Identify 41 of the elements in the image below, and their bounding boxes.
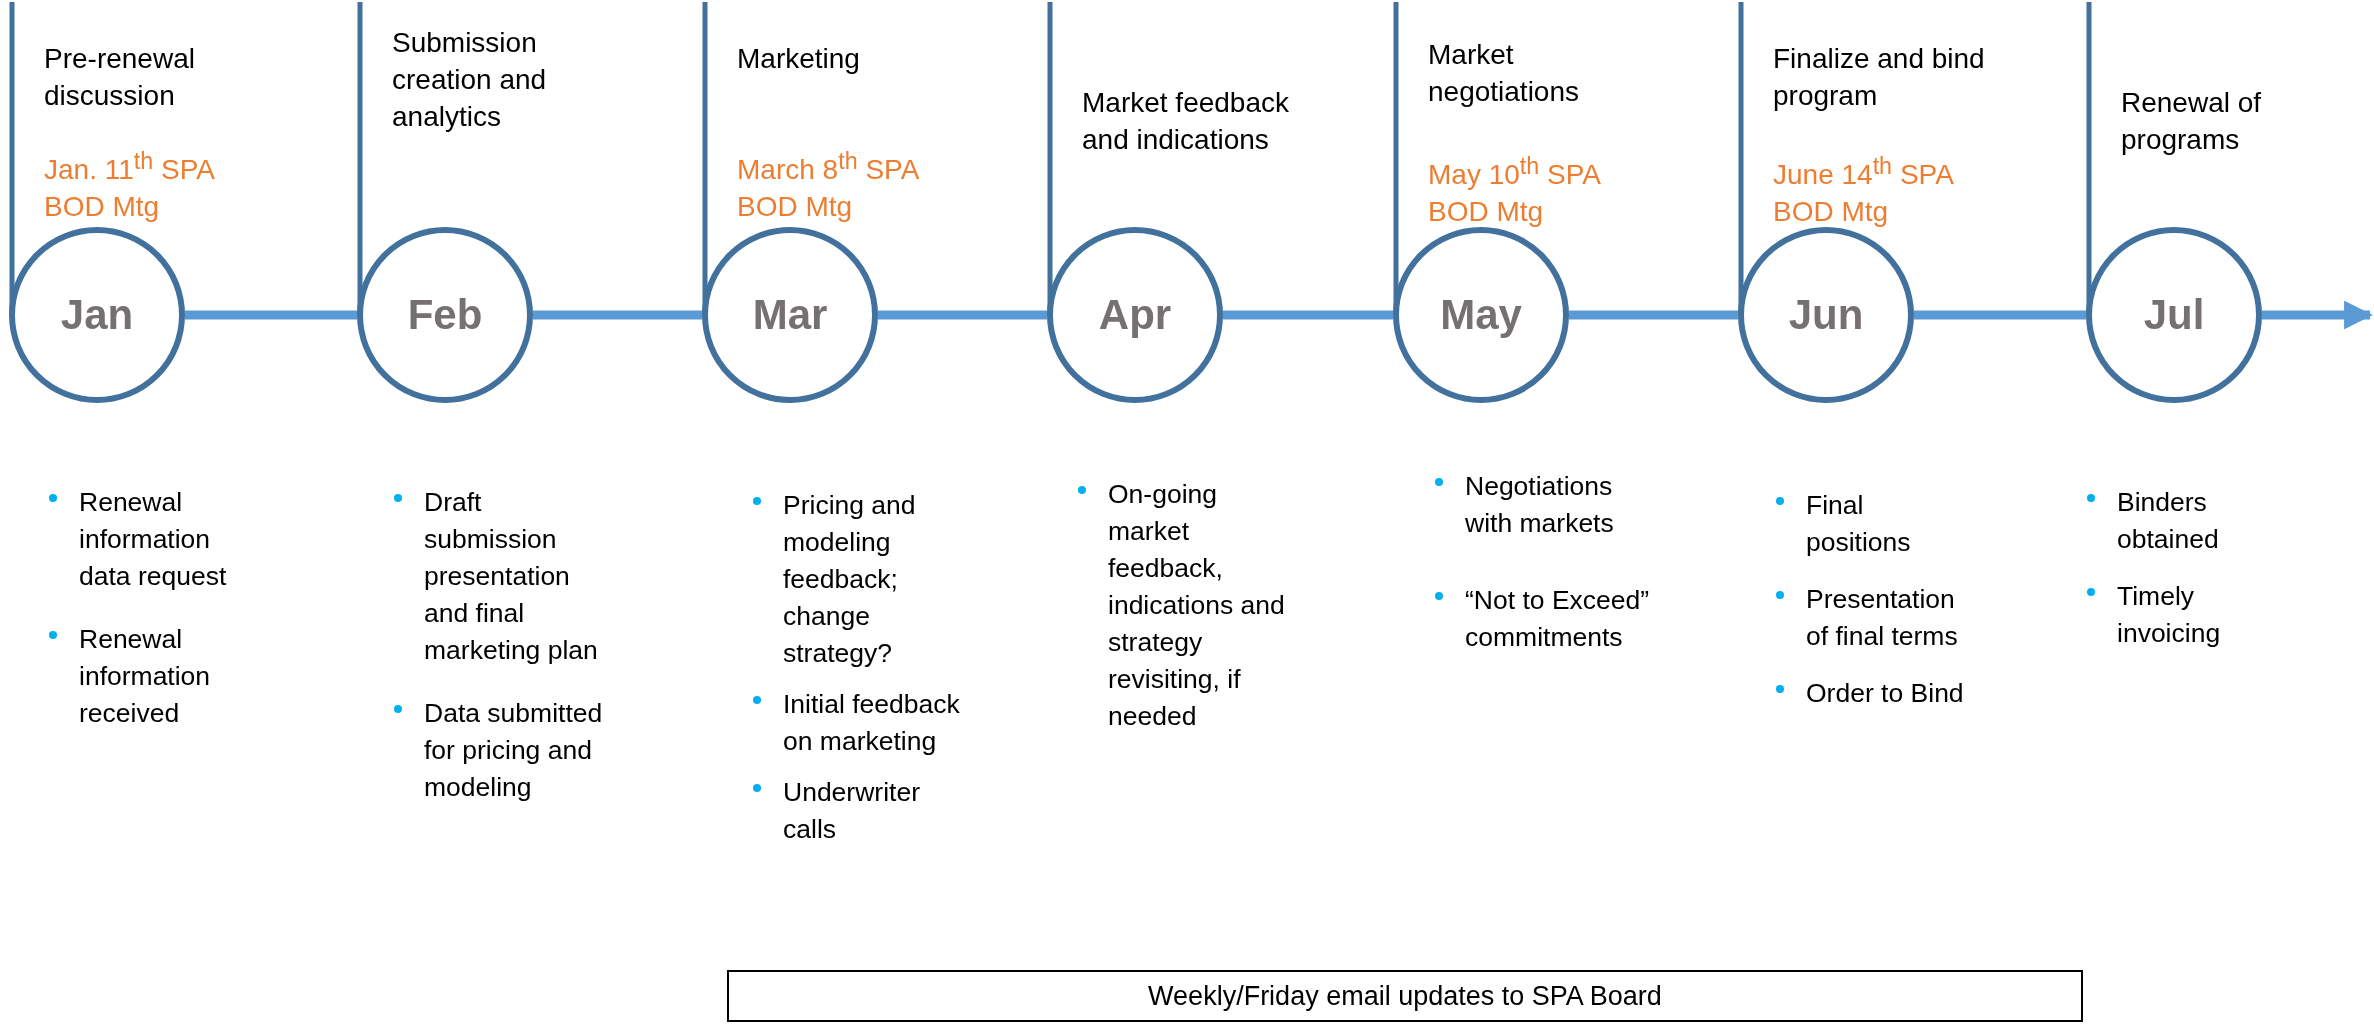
task-text: Renewal information data request [79,486,228,593]
task-text: Binders obtained [2117,486,2220,556]
month-label: Feb [407,291,483,339]
timeline-line [1914,310,2086,320]
month-label: Jan [60,291,134,339]
task-text: Renewal information received [79,623,212,730]
month-label: Mar [752,291,828,339]
task-text: Data submitted for pricing and modeling [424,697,604,804]
month-label: Apr [1098,291,1172,339]
timeline-line [1223,310,1393,320]
timeline-line [1569,310,1738,320]
task-text: Pricing and modeling feedback; change strategy? [783,489,917,670]
task-text: Underwriter calls [783,776,921,846]
meeting-note: June 14$^{th}$ SPA BOD Mtg [1773,152,1954,230]
meeting-note: March 8$^{th}$ SPA BOD Mtg [737,147,920,225]
task-text: Presentation of final terms [1806,583,1959,653]
task-text: Draft submission presentation and final marketing plan [424,486,599,667]
phase-heading: Market feedback and indications [1082,86,1290,157]
task-text: “Not to Exceed” commitments [1465,584,1651,654]
phase-heading: Submission creation and analytics [392,26,548,134]
month-label: Jun [1788,291,1864,339]
task-text: Initial feedback on marketing [783,688,961,758]
meeting-note: Jan. 11$^{th}$ SPA BOD Mtg [44,147,215,225]
phase-heading: Market negotiations [1428,38,1580,109]
phase-heading: Marketing [737,42,861,76]
timeline-line [878,310,1047,320]
phase-heading: Finalize and bind program [1773,42,1986,113]
task-text: On-going market feedback, indications and strategy revisiting, if needed [1108,478,1286,733]
task-text: Order to Bind [1806,677,1965,710]
update-box: Weekly/Friday email updates to SPA Board [727,970,2083,1022]
timeline-arrow [2262,300,2373,330]
task-text: Negotiations with markets [1465,470,1615,540]
month-label: May [1440,291,1522,339]
phase-heading: Renewal of programs [2121,86,2263,157]
meeting-note: May 10$^{th}$ SPA BOD Mtg [1428,152,1601,230]
timeline-line [185,310,357,320]
task-text: Timely invoicing [2117,580,2222,650]
phase-heading: Pre-renewal discussion [44,42,196,113]
month-label: Jul [2143,291,2205,339]
task-text: Final positions [1806,489,1912,559]
timeline-line [533,310,702,320]
